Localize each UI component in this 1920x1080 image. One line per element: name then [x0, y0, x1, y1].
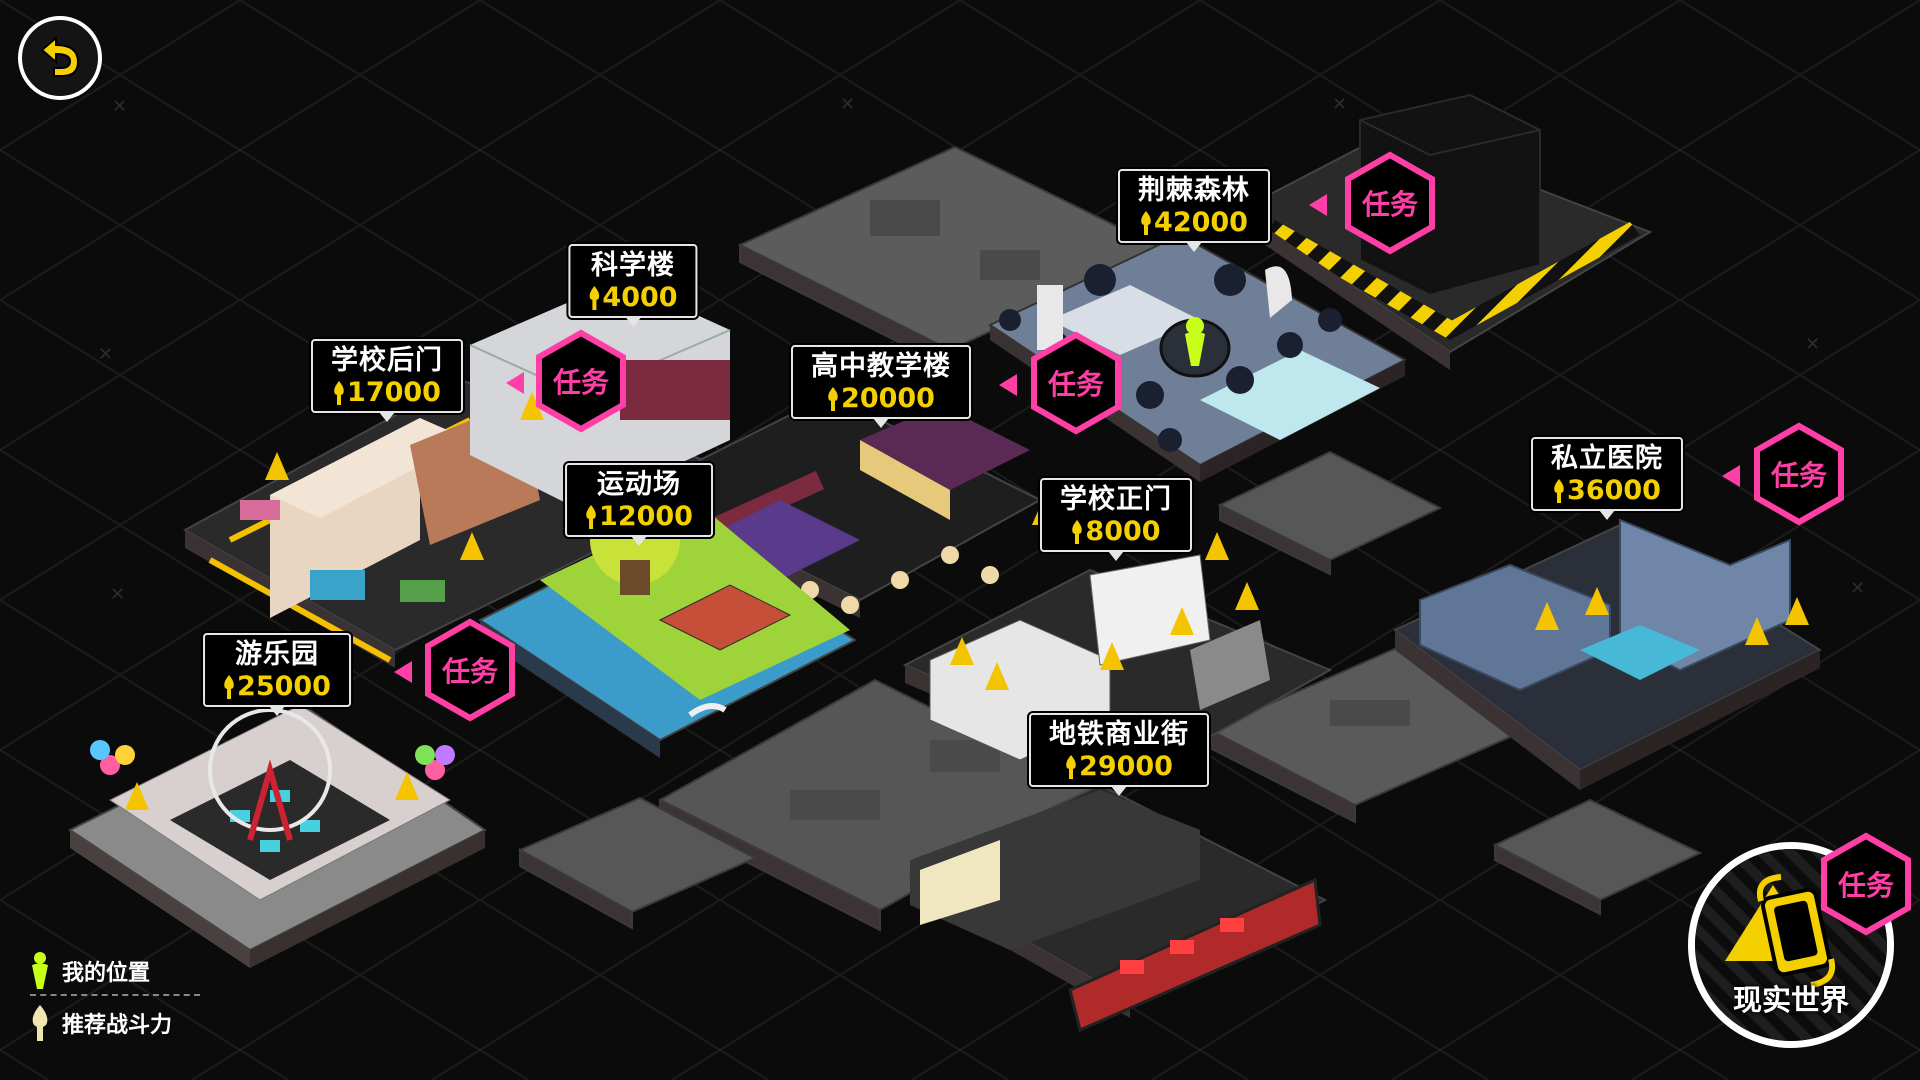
task-pointer	[506, 372, 524, 394]
location-amusement-park[interactable]: 游乐园 25000	[203, 633, 351, 716]
legend-divider	[30, 994, 200, 996]
location-name: 科学楼	[591, 250, 675, 281]
location-high-school-building[interactable]: 高中教学楼 20000	[791, 345, 971, 428]
location-name: 私立医院	[1551, 443, 1663, 474]
power-flame-icon	[1554, 479, 1564, 503]
legend-my-location: 我的位置	[62, 961, 151, 986]
location-tag: 学校正门 8000	[1040, 478, 1192, 561]
recommended-power: 20000	[841, 383, 935, 414]
back-arrow-icon	[40, 36, 80, 77]
power-flame-icon	[589, 286, 600, 310]
power-flame-icon	[1066, 755, 1076, 779]
location-name: 高中教学楼	[811, 351, 951, 382]
location-school-main-gate[interactable]: 学校正门 8000	[1040, 478, 1192, 561]
svg-text:✕: ✕	[1805, 334, 1820, 355]
phone-swap-icon	[1695, 849, 1887, 1041]
location-tag: 学校后门 17000	[311, 339, 463, 422]
real-world-label: 现实世界	[1732, 983, 1849, 1017]
svg-text:✕: ✕	[1332, 94, 1347, 115]
location-tag: 荆棘森林 42000	[1118, 169, 1270, 252]
task-pointer	[394, 661, 412, 683]
power-flame-icon	[334, 381, 344, 405]
recommended-power: 4000	[602, 282, 678, 313]
location-name: 学校正门	[1060, 484, 1172, 515]
task-pointer	[1309, 194, 1327, 216]
location-pin-icon	[32, 952, 48, 989]
back-button[interactable]	[18, 16, 102, 100]
location-science-building[interactable]: 科学楼 4000	[568, 244, 698, 327]
hexagon-badge-icon	[1821, 832, 1911, 936]
location-tag: 游乐园 25000	[203, 633, 351, 716]
power-flame-icon	[32, 1005, 48, 1041]
recommended-power: 42000	[1154, 207, 1248, 238]
location-tag: 地铁商业街 29000	[1029, 713, 1209, 796]
svg-text:✕: ✕	[110, 584, 125, 605]
location-school-back-gate[interactable]: 学校后门 17000	[311, 339, 463, 422]
location-pin-icon	[1185, 317, 1205, 366]
svg-text:✕: ✕	[1850, 578, 1865, 599]
location-name: 学校后门	[331, 345, 443, 376]
task-badge-real-world[interactable]: 任务	[1818, 832, 1914, 936]
recommended-power: 29000	[1079, 751, 1173, 782]
location-tag: 私立医院 36000	[1531, 437, 1683, 520]
task-badge-science-building[interactable]: 任务	[533, 329, 629, 433]
legend-recommended-power: 推荐战斗力	[62, 1013, 173, 1038]
location-name: 地铁商业街	[1049, 719, 1189, 750]
task-badge-high-school-building[interactable]: 任务	[1028, 331, 1124, 435]
location-name: 运动场	[597, 469, 681, 500]
recommended-power: 8000	[1085, 516, 1161, 547]
recommended-power: 25000	[237, 671, 331, 702]
task-pointer	[999, 374, 1017, 396]
power-flame-icon	[586, 505, 596, 529]
power-flame-icon	[1141, 211, 1151, 235]
svg-text:✕: ✕	[112, 96, 127, 117]
location-tag: 科学楼 4000	[568, 244, 698, 327]
task-badge-amusement-park[interactable]: 任务	[422, 618, 518, 722]
hexagon-badge-icon	[425, 618, 515, 722]
power-flame-icon	[828, 387, 838, 411]
recommended-power: 36000	[1567, 475, 1661, 506]
my-location-marker	[1159, 317, 1231, 378]
location-tag: 运动场 12000	[565, 463, 713, 546]
map-legend: 我的位置 推荐战斗力	[30, 950, 210, 1044]
power-flame-icon	[224, 675, 234, 699]
hexagon-badge-icon	[1031, 331, 1121, 435]
svg-text:✕: ✕	[98, 344, 113, 365]
hexagon-badge-icon	[1754, 422, 1844, 526]
hexagon-badge-icon	[1345, 151, 1435, 255]
location-metro-street[interactable]: 地铁商业街 29000	[1029, 713, 1209, 796]
recommended-power: 12000	[599, 501, 693, 532]
location-sports-field[interactable]: 运动场 12000	[565, 463, 713, 546]
location-tag: 高中教学楼 20000	[791, 345, 971, 428]
power-flame-icon	[1072, 520, 1083, 544]
recommended-power: 17000	[347, 377, 441, 408]
location-private-hospital[interactable]: 私立医院 36000	[1531, 437, 1683, 520]
task-pointer	[1722, 465, 1740, 487]
location-name: 游乐园	[235, 639, 319, 670]
hexagon-badge-icon	[536, 329, 626, 433]
location-name: 荆棘森林	[1138, 175, 1250, 206]
task-badge-private-hospital[interactable]: 任务	[1751, 422, 1847, 526]
location-thorn-forest[interactable]: 荆棘森林 42000	[1118, 169, 1270, 252]
svg-text:✕: ✕	[840, 94, 855, 115]
task-badge-thorn-forest[interactable]: 任务	[1342, 151, 1438, 255]
